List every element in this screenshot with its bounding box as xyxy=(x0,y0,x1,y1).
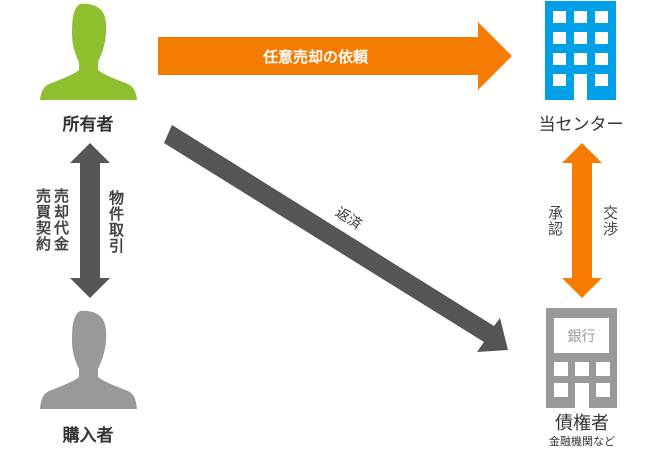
owner-person-icon xyxy=(40,3,137,100)
creditor-label: 債権者 xyxy=(555,413,609,434)
owner-label: 所有者 xyxy=(62,115,114,135)
trade-double-arrow xyxy=(70,143,110,298)
property-trade-label: 物件取引 xyxy=(107,190,125,254)
request-arrow-label: 任意売却の依頼 xyxy=(263,48,369,66)
center-label: 当センター xyxy=(538,115,624,135)
sale-proceeds-label: 売却代金 xyxy=(52,188,70,252)
negotiation-label: 交渉 xyxy=(601,205,619,237)
sales-contract-label: 売買契約 xyxy=(34,188,52,252)
request-arrow xyxy=(158,22,512,90)
negotiation-double-arrow xyxy=(562,143,602,298)
bank-icon xyxy=(546,308,617,408)
repayment-arrow xyxy=(164,125,508,352)
buyer-label: 購入者 xyxy=(62,426,114,446)
bank-icon-text: 銀行 xyxy=(567,329,596,345)
approval-label: 承認 xyxy=(546,205,564,237)
buyer-person-icon xyxy=(40,310,137,409)
creditor-sublabel: 金融機関など xyxy=(549,435,615,448)
building-icon xyxy=(545,1,616,100)
